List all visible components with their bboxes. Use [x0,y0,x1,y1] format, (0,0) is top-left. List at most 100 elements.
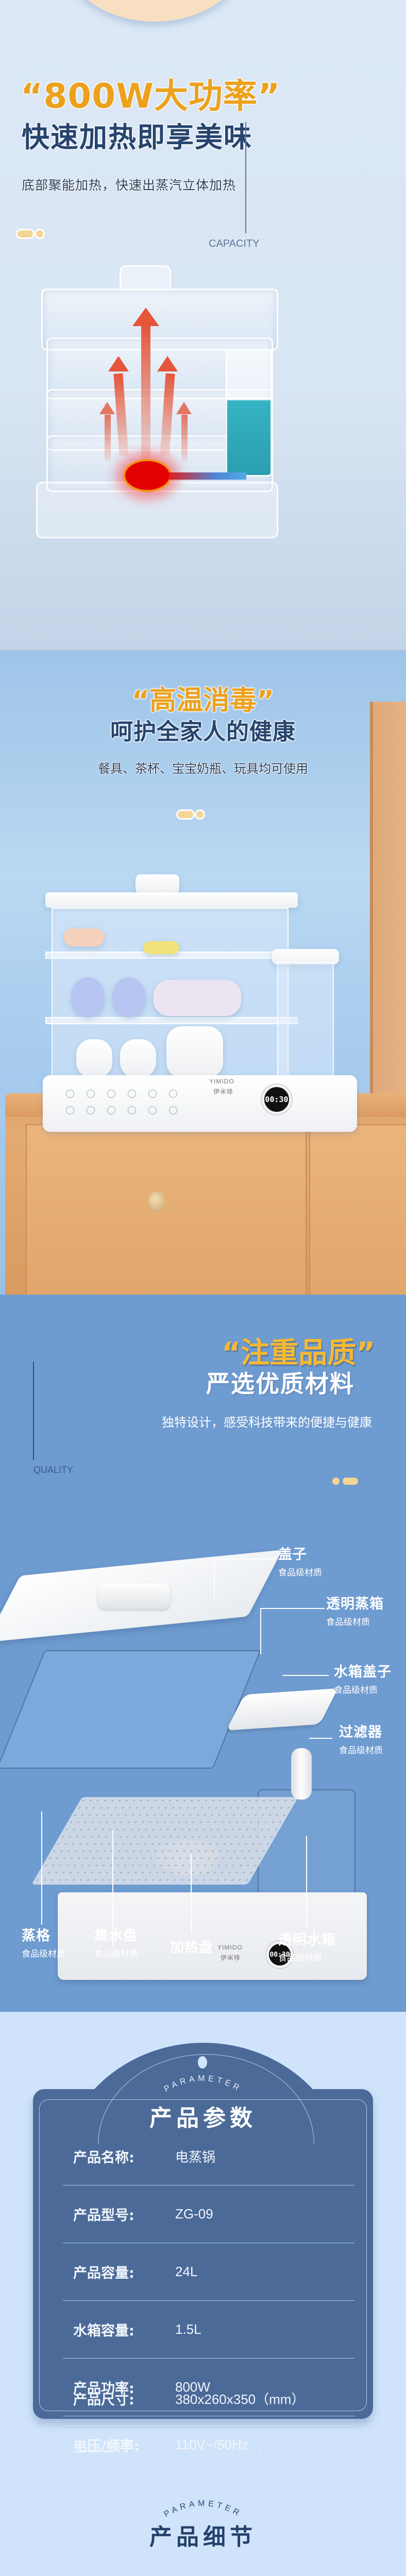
steamer-heating-illustration [31,265,371,544]
heat-arrow-stem [141,325,150,464]
param-row: 水箱容量: 1.5L [63,2301,354,2359]
param-value: 1.5L [175,2321,201,2337]
power-subtitle: 快速加热即享美味 [22,121,252,154]
parameters-title: 产品参数 [149,2105,257,2131]
tag-inner-border [39,2099,367,2411]
dot-round-icon [196,811,204,818]
leader-line [260,1608,261,1654]
part-label-tank-lid: 水箱盖子 食品级材质 [334,1664,392,1696]
teether-toy [143,941,179,954]
quality-section: “注重品质” 严选优质材料 独特设计，感受科技带来的便捷与健康 QUALITY … [0,1295,406,2012]
part-label-steam-box: 透明蒸箱 食品级材质 [326,1596,384,1628]
vertical-divider [245,122,246,233]
sterilize-title: “高温消毒” [131,685,275,716]
leader-line [260,1608,325,1609]
cabinet-drawer [309,1124,406,1295]
water-filter [291,1748,312,1800]
leader-line [191,1854,192,1934]
param-key: 产品尺寸: [73,2392,134,2408]
param-key: 产品名称: [73,2150,134,2166]
leader-line [306,1836,307,1928]
leader-line [112,1831,113,1946]
dot-pill-icon [343,1478,358,1485]
quality-subtitle: 严选优质材料 [206,1370,354,1398]
param-row: 产品功率: 800W [63,2359,354,2416]
lid-handle [120,265,171,291]
param-value: 800W [175,2379,210,2395]
heat-arrow-stem [181,415,188,461]
decorative-dots [332,1478,358,1485]
parameters-section: PARAMETER 产品参数 产品名称: 电蒸锅 产品型号: ZG-09 产品容… [0,2012,406,2452]
sterilize-section: “高温消毒” 呵护全家人的健康 餐具、茶杯、宝宝奶瓶、玩具均可使用 [0,650,406,1295]
brand-logo-en: YIMIDO [217,1944,243,1951]
leader-line [282,1675,329,1676]
details-title: 产品细节 [149,2524,257,2550]
bowl [166,1026,223,1078]
param-key: 产品容量: [73,2265,134,2281]
parameter-arc-label: PARAMETER [163,2074,244,2094]
leader-line [309,1738,332,1739]
sterilize-description: 餐具、茶杯、宝宝奶瓶、玩具均可使用 [98,761,308,776]
steamer-base [36,482,278,538]
heat-arrow-icon [176,402,192,414]
water-tank [277,962,334,1080]
mode-button [148,1106,157,1114]
bottle-cap [112,977,146,1018]
quality-description: 独特设计，感受科技带来的便捷与健康 [162,1415,372,1430]
timer-display: 00:30 [266,1941,293,1968]
mode-button [128,1090,136,1098]
power-description: 底部聚能加热，快速出蒸汽立体加热 [22,178,236,193]
part-label-heating-plate: 加热盘 [170,1940,213,1956]
leader-line [41,1811,42,1925]
leader-line [214,1558,215,1599]
capacity-label: CAPACITY [209,238,260,249]
steamer-base [43,1075,357,1132]
dot-pill-icon [18,230,33,238]
bowl [120,1039,156,1078]
mode-button [169,1106,177,1114]
mode-button [107,1090,115,1098]
param-key: 水箱容量: [73,2323,134,2339]
steamer-product-photo: YIMIDO 伊米哆 00:30 [43,874,357,1132]
mode-button [87,1106,95,1114]
param-value: 110V~/50Hz [175,2437,248,2452]
bottle-cap [71,977,105,1018]
water-tank [226,348,272,477]
param-row: 产品型号: ZG-09 [63,2185,354,2243]
svg-text:PARAMETER: PARAMETER [163,2499,244,2519]
dot-round-icon [332,1478,340,1485]
part-label-lid: 盖子 食品级材质 [278,1547,322,1578]
parameter-arc-label: PARAMETER [163,2499,244,2519]
lid-handle [136,874,179,894]
param-key: 产品型号: [73,2208,134,2224]
mode-button [87,1090,95,1098]
bowl [76,1039,112,1078]
param-row: 产品名称: 电蒸锅 [63,2128,354,2185]
cabinet-drawer [26,1124,307,1295]
param-value: 电蒸锅 [175,2149,216,2165]
param-value: 380x260x350（mm） [175,2392,305,2407]
tag-hole-icon [198,2056,207,2069]
brand-logo-cn: 伊米哆 [213,1088,234,1095]
mode-button [107,1106,115,1114]
heating-element-glow [125,461,170,490]
brand-logo-cn: 伊米哆 [221,1954,241,1961]
mode-button [128,1106,136,1114]
steamer-rack-middle [45,1017,298,1024]
teether-toy [63,928,105,946]
mode-button [66,1106,74,1114]
steamer-base: YIMIDO 伊米哆 00:30 [58,1892,367,1980]
param-row: 电压/频率: 110V~/50Hz [63,2416,354,2452]
heat-arrow-icon [108,356,129,371]
mode-button [148,1090,157,1098]
param-value: 24L [175,2264,198,2279]
heat-arrow-stem [105,415,111,461]
decorative-dots [178,811,204,818]
dot-pill-icon [178,811,193,818]
leader-line [214,1558,276,1560]
svg-text:PARAMETER: PARAMETER [163,2074,244,2094]
drawer-knob [148,1191,166,1212]
power-section: “800W大功率” 快速加热即享美味 底部聚能加热，快速出蒸汽立体加热 CAPA… [0,0,406,650]
mode-button [66,1090,74,1098]
